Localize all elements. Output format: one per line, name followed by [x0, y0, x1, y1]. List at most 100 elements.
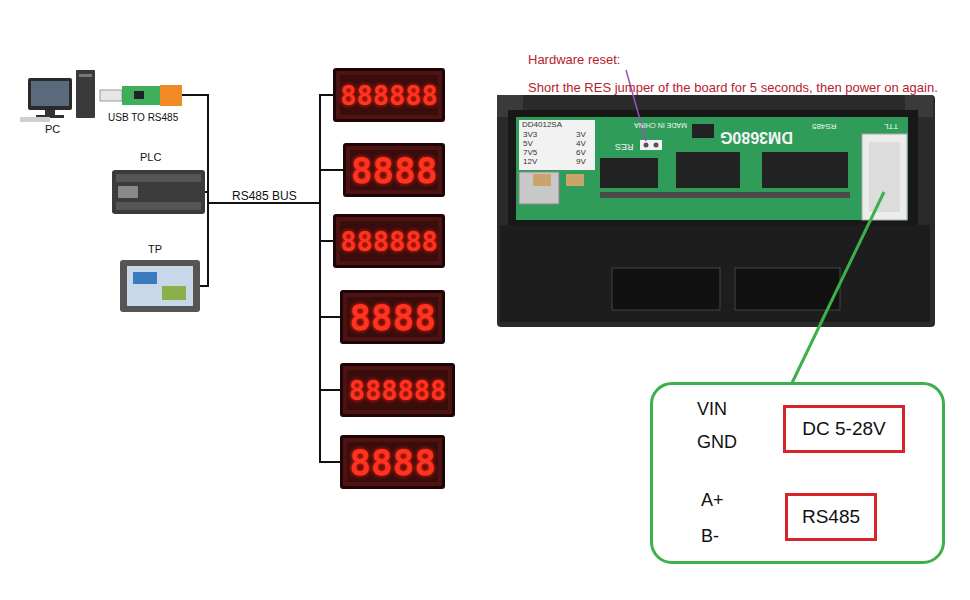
panel-frame: [120, 260, 200, 312]
drive-bay: [79, 74, 92, 77]
res-jumper: [640, 140, 662, 150]
spec-box: RS485: [785, 493, 877, 541]
pcb: [516, 117, 908, 220]
silkscreen-area: [519, 120, 595, 170]
usb-adapter-node: USB TO RS485: [100, 84, 182, 106]
case-cavity: [508, 110, 918, 225]
monitor: [28, 78, 72, 110]
jumper-pad: [644, 143, 649, 148]
monitor-screen: [31, 81, 69, 106]
usb-rs485-icon: [100, 85, 182, 106]
capacitor: [533, 174, 551, 186]
board-silkscreen: 5V: [523, 140, 533, 149]
adapter-pcb: [122, 86, 160, 105]
bus-wire: [200, 95, 333, 286]
led-display: 888888: [340, 363, 455, 417]
led-display: 8888: [343, 143, 445, 197]
case-slot: [735, 268, 840, 310]
board-silkscreen: TTL: [884, 121, 898, 130]
reset-note: Short the RES jumper of the board for 5 …: [528, 81, 938, 95]
bus-wire: [182, 95, 333, 241]
panel-screen: [127, 266, 193, 306]
pc-icon: [20, 70, 95, 122]
case-front: [500, 225, 930, 322]
spec-text: DC 5-28V: [786, 419, 902, 440]
keyboard: [20, 117, 50, 122]
ic-chip: [692, 124, 714, 138]
plc-terminals: [116, 202, 201, 210]
monitor-stand: [45, 110, 55, 115]
wire-connector: [862, 134, 907, 220]
led-display: 8888: [340, 290, 445, 344]
bus-wire: [205, 95, 333, 203]
bus-wire: [200, 170, 343, 286]
plc-port: [118, 186, 138, 198]
board-silkscreen: MADE IN CHINA: [634, 121, 687, 129]
board-silkscreen: 7V5: [523, 149, 537, 158]
ic-chip: [600, 158, 658, 188]
bus-wire: [182, 95, 340, 317]
usb-socket: [519, 172, 559, 204]
display-digits: 8888: [346, 151, 442, 191]
tp-icon: [120, 260, 200, 312]
device-label: TP: [148, 243, 162, 255]
plc-terminals: [116, 174, 201, 182]
led-display: 888888: [333, 68, 445, 122]
bus-wire: [182, 95, 333, 203]
screen-widget: [133, 272, 157, 284]
display-digits: 8888: [343, 443, 442, 483]
adapter-chip: [134, 91, 144, 99]
bus-wire: [182, 95, 340, 390]
device-label: PC: [45, 123, 60, 135]
capacitor: [566, 174, 584, 186]
display-digits: 8888: [343, 298, 442, 338]
pc-node: PC: [25, 68, 97, 120]
board-silkscreen: RS485: [812, 121, 836, 130]
board-silkscreen: 12V: [523, 158, 537, 167]
touch-panel-node: TP: [118, 260, 200, 312]
bus-wire: [182, 95, 343, 203]
display-digits: 888888: [336, 227, 442, 257]
resistor-row: [600, 192, 850, 198]
pin-name: A+: [701, 491, 724, 511]
board-silkscreen: RES: [615, 141, 634, 151]
plc-icon: [112, 170, 205, 214]
device-label: USB TO RS485: [108, 112, 178, 123]
board-photo: [497, 95, 935, 327]
ic-chip: [762, 152, 848, 188]
connector-slot: [869, 142, 900, 212]
device-label: PLC: [140, 151, 161, 163]
display-digits: 888888: [336, 81, 442, 111]
plc-body: [112, 170, 205, 214]
board-silkscreen: 4V: [576, 140, 586, 149]
pc-tower: [76, 70, 95, 118]
board-silkscreen: DD4012SA: [522, 121, 562, 130]
ic-chip: [676, 152, 740, 188]
bus-wire: [200, 203, 333, 286]
spec-text: RS485: [788, 507, 874, 528]
board-silkscreen: 3V3: [523, 131, 537, 140]
case-slot: [612, 268, 720, 310]
bus-wire: [205, 170, 343, 203]
reset-note: Hardware reset:: [528, 53, 620, 67]
pin-name: B-: [701, 527, 719, 547]
board-silkscreen: 9V: [576, 158, 586, 167]
pin-name: VIN: [697, 400, 727, 420]
display-digits: 888888: [343, 376, 452, 406]
plc-node: PLC: [112, 168, 205, 216]
case-frame: [497, 95, 935, 327]
spec-box: DC 5-28V: [783, 405, 905, 453]
usb-plug: [100, 90, 122, 101]
pinout-callout-box: VINGNDA+B-DC 5-28VRS485: [650, 382, 945, 564]
connector-leader-line: [792, 192, 884, 383]
bus-wire: [182, 95, 340, 462]
terminal-block: [160, 85, 182, 106]
board-silkscreen: 6V: [576, 149, 586, 158]
screen-widget: [162, 286, 186, 300]
board-silkscreen: 3V: [576, 131, 586, 140]
jumper-pad: [654, 143, 659, 148]
bus-wire: [200, 203, 340, 462]
bus-label: RS485 BUS: [232, 190, 297, 203]
led-display: 8888: [340, 435, 445, 489]
